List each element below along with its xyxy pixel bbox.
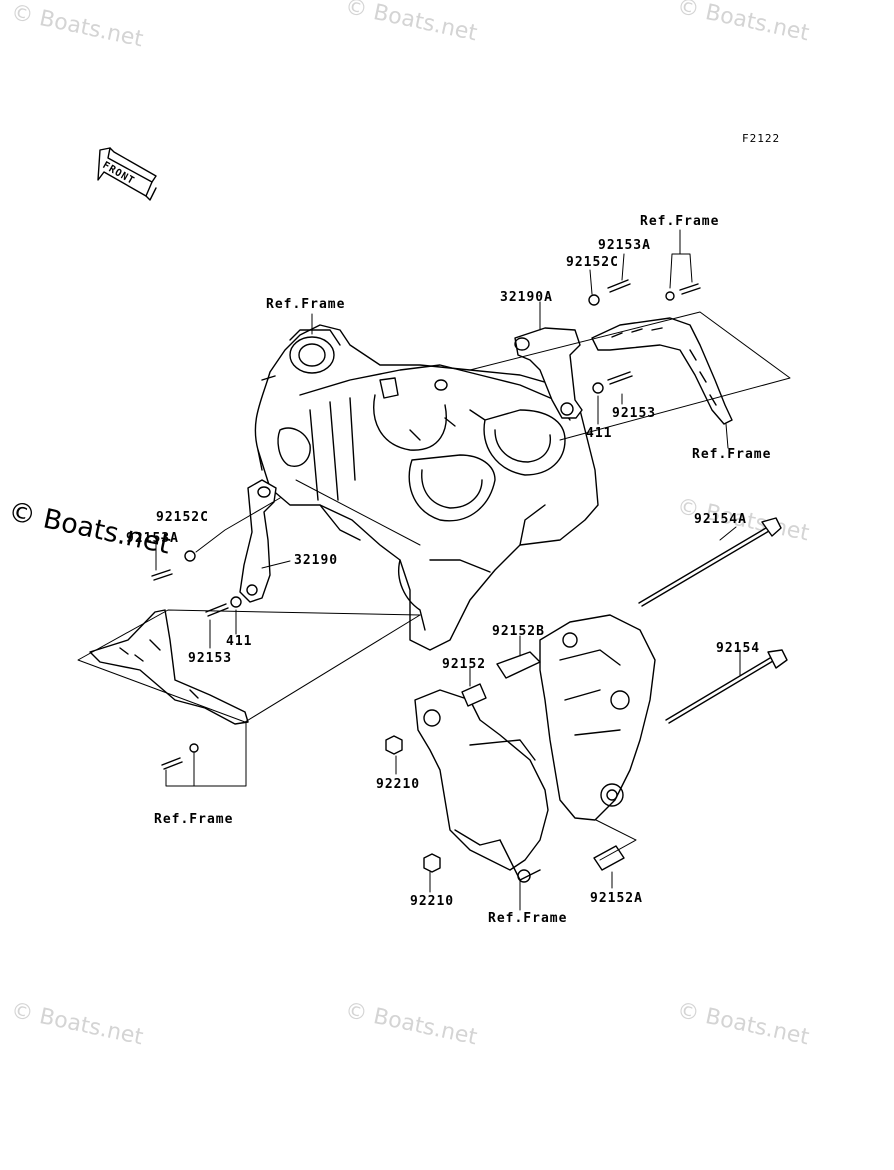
label-411-left: 411 xyxy=(226,634,253,649)
main-frame-drawing xyxy=(254,324,599,651)
left-frame-plate-drawing xyxy=(89,609,249,725)
bracket-32190-drawing xyxy=(239,479,277,603)
washer-92152c-top-drawing xyxy=(588,294,600,306)
label-32190: 32190 xyxy=(294,553,339,568)
right-frame-plate-drawing xyxy=(591,317,733,425)
label-ref-frame-upper-left: Ref.Frame xyxy=(266,297,346,312)
nut-92210-upper-drawing xyxy=(385,735,403,755)
label-92154: 92154 xyxy=(716,641,761,656)
label-92153a-top: 92153A xyxy=(598,238,651,253)
collar-92152a-drawing xyxy=(593,845,625,871)
label-411-top: 411 xyxy=(586,426,613,441)
leader-lines xyxy=(155,229,741,911)
label-92210-upper: 92210 xyxy=(376,777,421,792)
front-arrow-icon xyxy=(97,147,157,201)
nut-92210-lower-drawing xyxy=(423,853,441,873)
label-ref-frame-bottom-left: Ref.Frame xyxy=(154,812,234,827)
label-92210-lower: 92210 xyxy=(410,894,455,909)
bolt-ref-frame-top-drawing xyxy=(679,283,701,295)
label-92153a-left: 92153A xyxy=(126,531,179,546)
label-92153-left: 92153 xyxy=(188,651,233,666)
label-ref-frame-bottom: Ref.Frame xyxy=(488,911,568,926)
label-ref-frame-right: Ref.Frame xyxy=(692,447,772,462)
bolt-92154a-drawing xyxy=(638,517,782,607)
bracket-32190a-drawing xyxy=(514,327,583,419)
label-92152c-left: 92152C xyxy=(156,510,209,525)
engine-mount-drawing xyxy=(414,614,656,883)
bolt-92154-drawing xyxy=(665,649,788,724)
bolt-ref-frame-lower-left-drawing xyxy=(161,757,183,770)
label-92154a: 92154A xyxy=(694,512,747,527)
washer-411-top-drawing xyxy=(592,382,604,394)
washer-92152c-left-drawing xyxy=(184,550,196,562)
label-92152a: 92152A xyxy=(590,891,643,906)
figure-code: F2122 xyxy=(742,132,781,145)
label-92152c-top: 92152C xyxy=(566,255,619,270)
collar-92152-drawing xyxy=(461,683,487,707)
label-92152b: 92152B xyxy=(492,624,545,639)
label-92153-top: 92153 xyxy=(612,406,657,421)
label-ref-frame-top: Ref.Frame xyxy=(640,214,720,229)
bolt-92153-left-drawing xyxy=(205,603,229,617)
bolt-92153a-top-drawing xyxy=(607,279,631,293)
bolt-92153-top-drawing xyxy=(607,371,633,385)
bolt-92153a-left-drawing xyxy=(151,569,173,581)
label-92152: 92152 xyxy=(442,657,487,672)
collar-92152b-drawing xyxy=(496,651,541,679)
washer-411-left-drawing xyxy=(230,596,242,608)
label-32190a: 32190A xyxy=(500,290,553,305)
